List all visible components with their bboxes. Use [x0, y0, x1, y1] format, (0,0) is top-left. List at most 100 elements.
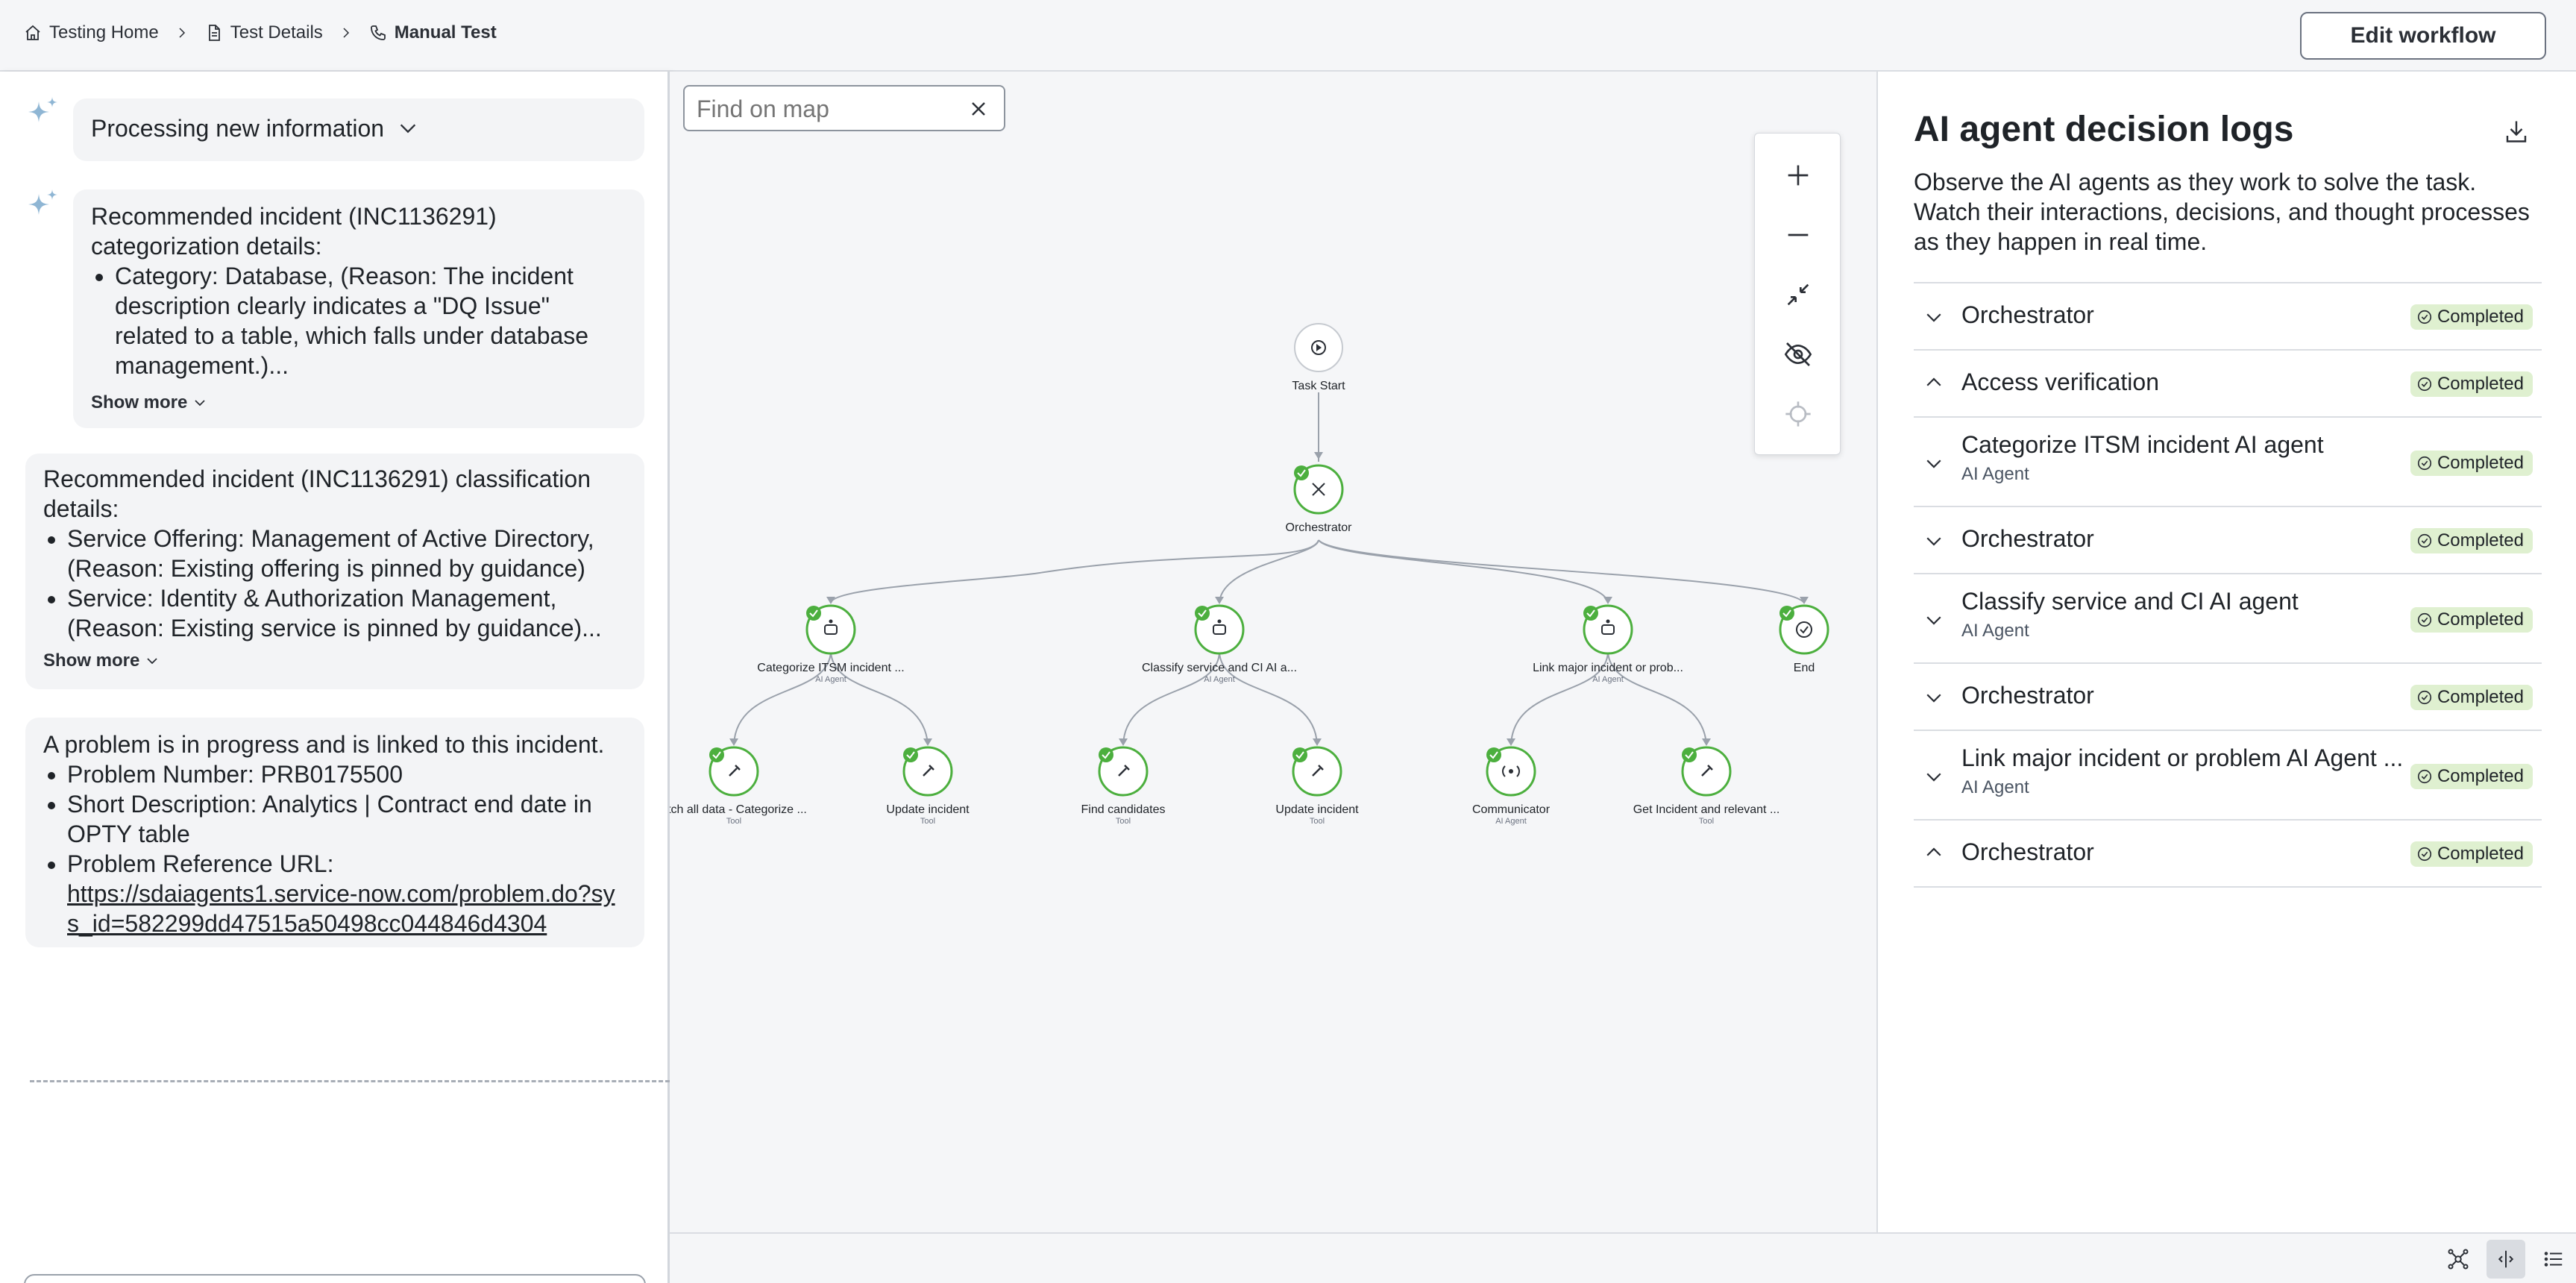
top-header: Testing Home Test Details Manual Test Ed…	[0, 0, 2576, 72]
log-item-name: Orchestrator	[1961, 838, 2094, 865]
processing-label: Processing new information	[91, 115, 385, 142]
message-bubble-problem: A problem is in progress and is linked t…	[25, 718, 644, 947]
show-more-button[interactable]: Show more	[91, 388, 207, 418]
breadcrumb-manual-test[interactable]: Manual Test	[369, 22, 497, 43]
edge	[1318, 539, 1805, 603]
log-item-name: Orchestrator	[1961, 525, 2094, 552]
download-icon[interactable]	[2503, 118, 2530, 145]
workflow-map[interactable]: Task Start Orchestrator Categorize ITSM …	[670, 72, 1876, 1232]
chevron-down-icon	[400, 124, 416, 134]
node-label: Find candidates	[1081, 803, 1166, 816]
breadcrumb-testing-home[interactable]: Testing Home	[24, 22, 159, 43]
status-badge: Completed	[2410, 304, 2533, 330]
chevron-up-icon	[1926, 847, 1941, 856]
message-intro: Recommended incident (INC1136291) catego…	[91, 203, 497, 260]
node-label: Orchestrator	[1286, 521, 1353, 534]
log-item-access-verification[interactable]: Access verification Completed	[1914, 351, 2542, 418]
check-circle-icon	[2417, 847, 2432, 862]
find-on-map-box	[683, 85, 1005, 131]
log-item-type: AI Agent	[1961, 777, 2029, 797]
node-end[interactable]: End	[1779, 604, 1829, 674]
edit-workflow-button[interactable]: Edit workflow	[2300, 12, 2546, 60]
status-text: Completed	[2437, 374, 2524, 394]
check-icon	[1685, 751, 1694, 759]
log-item-type: AI Agent	[1961, 621, 2029, 641]
log-item-name: Orchestrator	[1961, 301, 2094, 328]
chevron-down-icon	[147, 658, 157, 665]
log-item-categorize-itsm-agent[interactable]: Categorize ITSM incident AI agent AI Age…	[1914, 418, 2542, 507]
chevron-down-icon	[1926, 313, 1941, 322]
find-on-map-input[interactable]	[697, 94, 950, 124]
robot-icon	[824, 624, 838, 635]
breadcrumb-label: Test Details	[230, 22, 323, 43]
log-item-orchestrator[interactable]: Orchestrator Completed	[1914, 507, 2542, 574]
node-tool-get-incident[interactable]: Get Incident and relevant ... Tool	[1633, 746, 1780, 826]
node-label: Categorize ITSM incident ...	[757, 662, 904, 674]
breadcrumb: Testing Home Test Details Manual Test	[24, 22, 497, 43]
eye-off-icon[interactable]	[1783, 339, 1813, 369]
node-label: Update incident	[1275, 803, 1359, 816]
node-categorize-agent[interactable]: Categorize ITSM incident ... AI Agent	[757, 604, 905, 684]
crosshair-icon[interactable]	[1783, 399, 1813, 429]
zoom-in-icon[interactable]	[1783, 160, 1813, 190]
log-item-link-major-incident-agent[interactable]: Link major incident or problem AI Agent …	[1914, 731, 2542, 821]
node-communicator[interactable]: Communicator AI Agent	[1472, 746, 1551, 826]
node-tool-find-candidates[interactable]: Find candidates Tool	[1081, 746, 1166, 826]
problem-reference-link[interactable]: https://sdaiagents1.service-now.com/prob…	[67, 880, 615, 937]
phone-icon	[370, 25, 386, 40]
status-text: Completed	[2437, 766, 2524, 786]
arrowhead	[1314, 452, 1323, 459]
message-bubble-categorization: Recommended incident (INC1136291) catego…	[73, 189, 644, 428]
log-item-orchestrator[interactable]: Orchestrator Completed	[1914, 821, 2542, 888]
status-badge: Completed	[2410, 685, 2533, 710]
edge	[1510, 651, 1609, 745]
arrowhead	[1313, 738, 1322, 746]
message-bullet: Service: Identity & Authorization Manage…	[67, 583, 626, 643]
node-task-start[interactable]: Task Start	[1292, 323, 1345, 392]
node-sublabel: Tool	[920, 817, 935, 826]
node-sublabel: Tool	[1116, 817, 1131, 826]
show-more-button[interactable]: Show more	[43, 646, 159, 676]
node-link-major-incident-agent[interactable]: Link major incident or prob... AI Agent	[1533, 604, 1683, 684]
node-label: Task Start	[1292, 380, 1345, 392]
zoom-out-icon[interactable]	[1783, 220, 1813, 250]
split-view-button[interactable]	[2487, 1240, 2525, 1279]
breadcrumb-test-details[interactable]: Test Details	[205, 22, 323, 43]
log-item-classify-service-agent[interactable]: Classify service and CI AI agent AI Agen…	[1914, 574, 2542, 664]
check-icon	[1198, 609, 1207, 618]
message-bullets: Category: Database, (Reason: The inciden…	[115, 261, 626, 380]
fit-to-screen-icon[interactable]	[1783, 280, 1813, 310]
arrowhead	[1507, 738, 1515, 746]
processing-toggle[interactable]: Processing new information	[91, 113, 626, 143]
logs-title: AI agent decision logs	[1914, 110, 2294, 149]
log-item-orchestrator[interactable]: Orchestrator Completed	[1914, 664, 2542, 731]
close-icon[interactable]	[970, 100, 987, 118]
list-view-button[interactable]	[2534, 1240, 2573, 1279]
edge	[830, 539, 1319, 603]
chevron-down-icon	[1926, 616, 1941, 625]
node-orchestrator[interactable]: Orchestrator	[1286, 464, 1353, 534]
wrench-icon	[1312, 765, 1324, 777]
node-classify-agent[interactable]: Classify service and CI AI a... AI Agent	[1142, 604, 1297, 684]
broadcast-icon	[1509, 769, 1513, 774]
graph-view-button[interactable]	[2439, 1240, 2478, 1279]
arrowhead	[1603, 597, 1612, 604]
wrench-icon	[1118, 765, 1130, 777]
message-bullet: Category: Database, (Reason: The inciden…	[115, 261, 626, 380]
status-text: Completed	[2437, 453, 2524, 473]
status-badge: Completed	[2410, 528, 2533, 553]
check-circle-icon	[2417, 377, 2432, 392]
message-bullet: Service Offering: Management of Active D…	[67, 524, 626, 583]
status-badge: Completed	[2410, 841, 2533, 867]
log-item-orchestrator[interactable]: Orchestrator Completed	[1914, 283, 2542, 351]
message-bullet: Short Description: Analytics | Contract …	[67, 789, 626, 849]
node-label: Classify service and CI AI a...	[1142, 662, 1297, 674]
node-tool-update-incident[interactable]: Update incident Tool	[886, 746, 970, 826]
node-tool-update-incident-2[interactable]: Update incident Tool	[1275, 746, 1359, 826]
edge	[1219, 651, 1318, 745]
log-item-name: Categorize ITSM incident AI agent	[1961, 431, 2324, 458]
node-tool-fetch-all-data[interactable]: etch all data - Categorize ... Tool	[670, 746, 807, 826]
bottom-toolbar	[670, 1232, 2576, 1283]
log-item-name: Access verification	[1961, 368, 2159, 395]
log-list: Orchestrator Completed Access verificati…	[1914, 282, 2542, 888]
